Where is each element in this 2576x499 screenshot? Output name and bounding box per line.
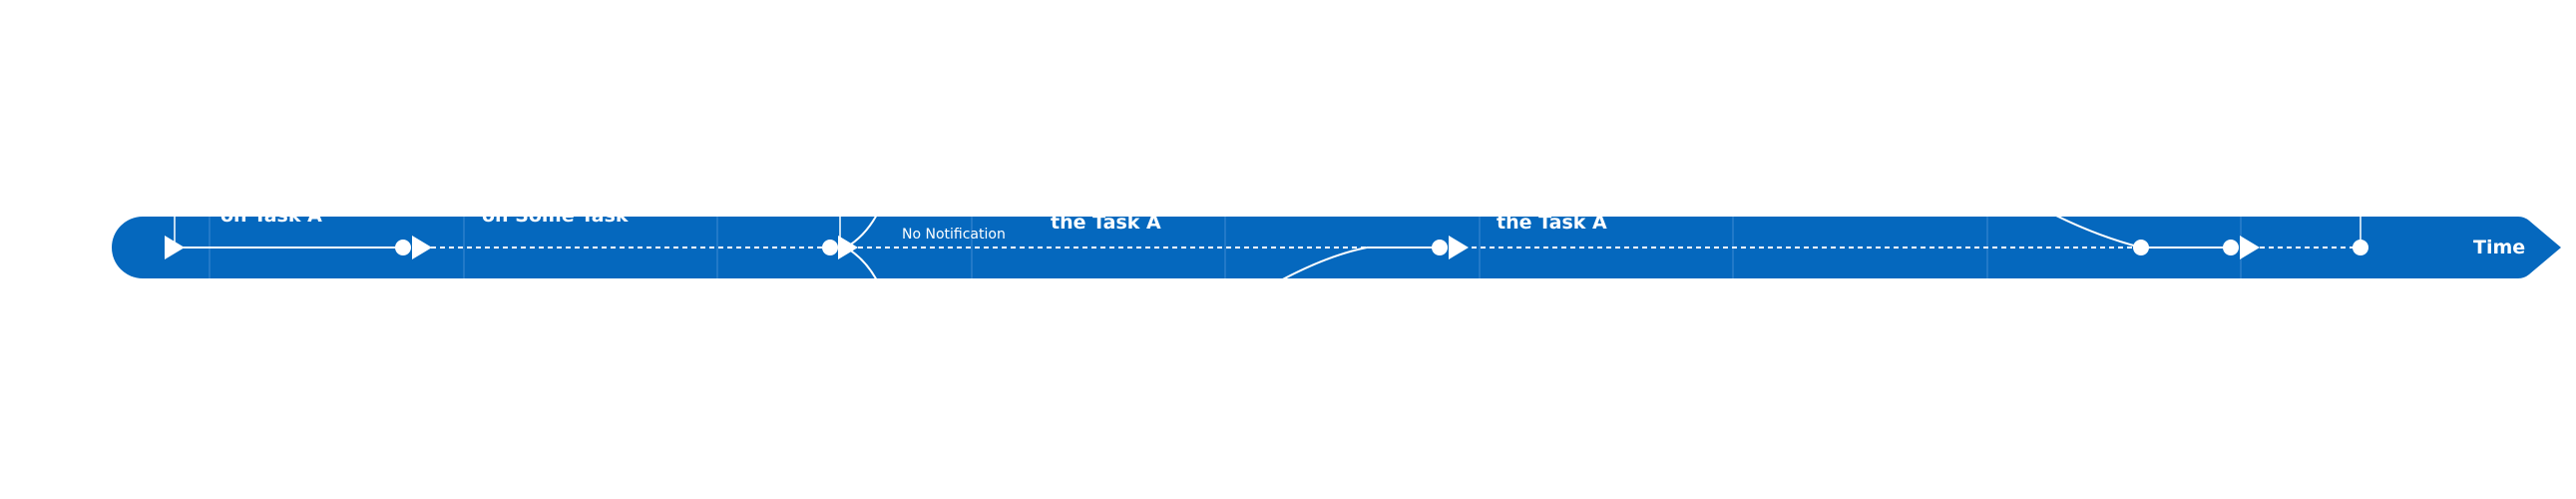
node-1 xyxy=(395,240,411,255)
arrow-icon-2 xyxy=(838,236,858,259)
branch-curve-3 xyxy=(1276,247,1368,278)
start-arrow-icon xyxy=(165,236,185,259)
some-task-top-label: on Some Task xyxy=(482,205,629,227)
node-5 xyxy=(2223,240,2239,255)
arrow-icon-3 xyxy=(1449,236,1469,259)
the-task-a-label-2: the Task A xyxy=(1497,212,1607,234)
node-3 xyxy=(1432,240,1448,255)
direction-arrows xyxy=(165,236,2260,259)
arrow-icon-4 xyxy=(2240,236,2260,259)
no-notification-label: No Notification xyxy=(902,227,1006,243)
event-nodes xyxy=(395,240,2368,255)
node-6 xyxy=(2353,240,2368,255)
arrow-icon-1 xyxy=(412,236,432,259)
branch-curve-4 xyxy=(2049,217,2142,249)
node-4 xyxy=(2133,240,2149,255)
the-task-a-label-1: the Task A xyxy=(1051,212,1161,234)
task-a-top-label: on Task A xyxy=(220,205,322,227)
node-2 xyxy=(822,240,838,255)
time-axis-label: Time xyxy=(2473,237,2525,258)
